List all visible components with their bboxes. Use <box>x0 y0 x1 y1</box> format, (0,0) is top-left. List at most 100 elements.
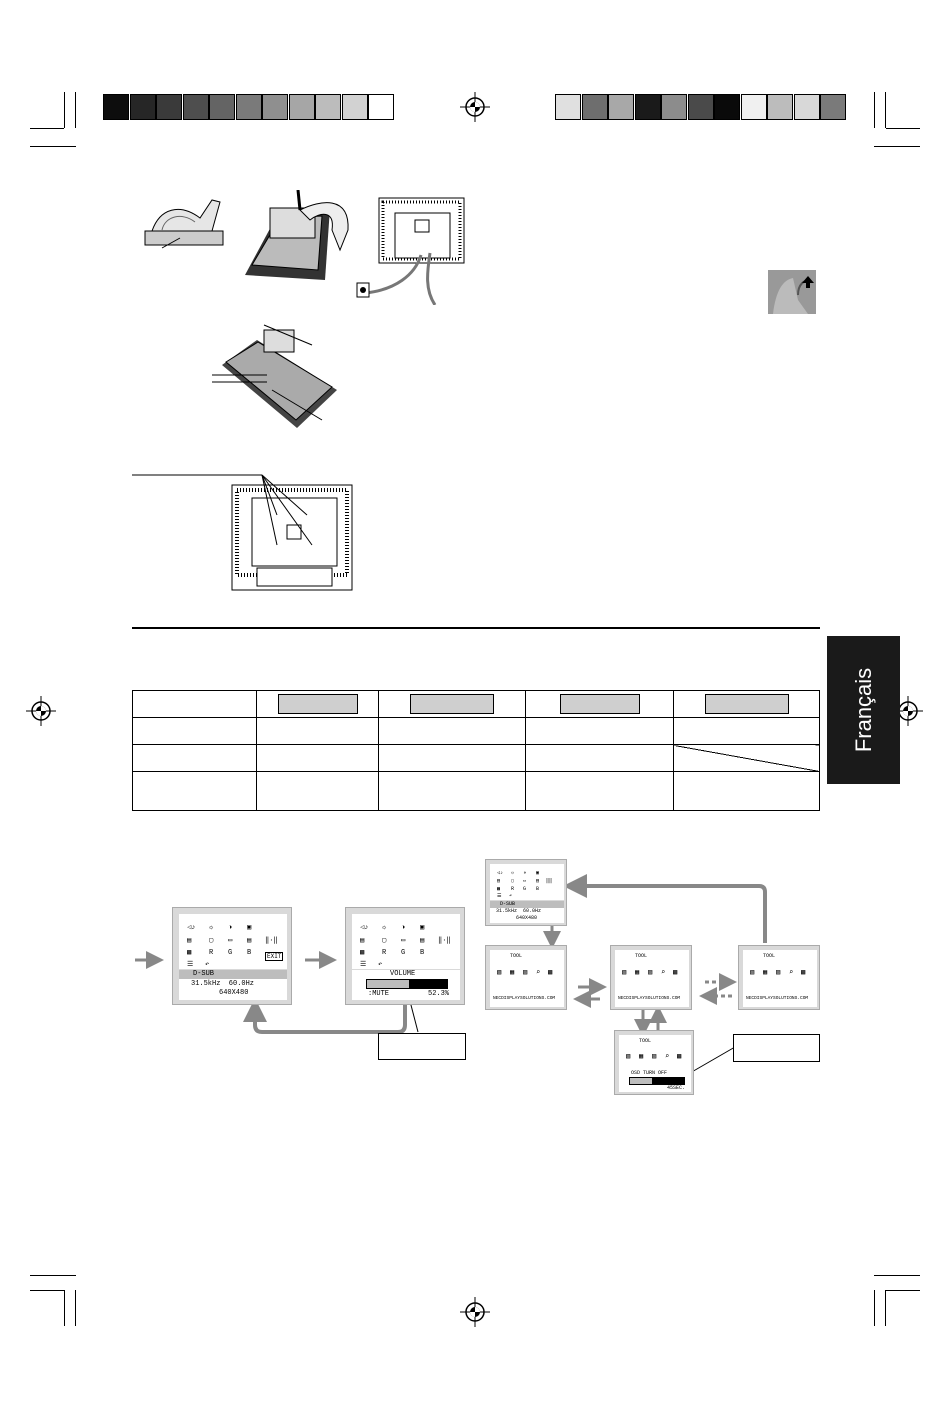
table-cell <box>132 744 257 772</box>
color-swatch <box>793 94 820 120</box>
svg-text:☼: ☼ <box>209 924 214 932</box>
svg-text:B: B <box>536 886 539 892</box>
svg-text:☰: ☰ <box>497 893 502 898</box>
svg-text:▣: ▣ <box>536 870 539 876</box>
svg-text:B: B <box>420 949 424 957</box>
color-swatch <box>581 94 608 120</box>
table-cell <box>256 771 379 811</box>
osd-resolution: 640X480 <box>516 915 538 921</box>
svg-text:▣: ▣ <box>247 924 251 932</box>
svg-text:▤: ▤ <box>497 878 500 884</box>
color-swatch <box>156 94 182 120</box>
svg-text:G: G <box>401 949 405 957</box>
svg-text:▣: ▣ <box>420 924 424 932</box>
osd-tool-icons: ▧▦▨⌕▩ <box>750 969 805 977</box>
crop-mark <box>885 1290 886 1326</box>
osd-url: NECDISPLAYSOLUTIONS.COM <box>493 996 556 1001</box>
osd-tool-title: TOOL <box>763 953 776 959</box>
svg-text:▦: ▦ <box>639 1053 644 1061</box>
vesa-mount-illustration <box>132 474 353 591</box>
svg-text:▩: ▩ <box>801 969 805 977</box>
osd-info-panel: D-SUB 31.5kHz 60.0Hz 640X480 <box>490 901 564 923</box>
color-swatch <box>634 94 661 120</box>
svg-text:‖‖: ‖‖ <box>546 878 552 884</box>
osd-tool-icons: ▧▦▨⌕▩ <box>497 969 552 977</box>
color-swatch <box>368 94 394 120</box>
table-cell <box>132 717 257 745</box>
osd-signal-row: D-SUB <box>179 970 287 979</box>
color-swatch <box>129 94 156 120</box>
table-row <box>132 690 820 718</box>
stand-removal-illustration <box>245 190 349 280</box>
table-row <box>132 717 820 745</box>
osd-volume-value: 52.3% <box>428 990 450 998</box>
callout-box <box>733 1034 820 1062</box>
color-calibration-bar-right <box>555 94 847 120</box>
svg-text:◁♪: ◁♪ <box>497 870 503 876</box>
column-header-box <box>559 694 640 714</box>
osd-mute-label: :MUTE <box>368 990 390 998</box>
table-row <box>132 744 820 772</box>
monitor-rear-cables-illustration <box>356 197 465 305</box>
osd-turn-off-menu: TOOL ▧▦▨⌕▩ OSD TURN OFF 45SEC. <box>614 1030 694 1095</box>
table-cell <box>256 690 379 718</box>
column-header-box <box>277 694 358 714</box>
svg-text:⌕: ⌕ <box>789 969 793 977</box>
crop-mark <box>30 1290 64 1291</box>
osd-signal-row: D-SUB <box>490 901 564 908</box>
crop-mark <box>30 128 64 129</box>
svg-text:▦: ▦ <box>635 969 640 977</box>
table-row <box>132 771 820 811</box>
svg-text:▨: ▨ <box>523 969 527 977</box>
table-cell <box>132 771 257 811</box>
svg-text:▢: ▢ <box>209 937 213 945</box>
table-cell <box>132 690 257 718</box>
column-header-box <box>410 694 494 714</box>
color-swatch <box>182 94 209 120</box>
color-swatch <box>315 94 341 120</box>
crop-mark <box>64 1290 65 1326</box>
svg-text:▩: ▩ <box>360 949 364 957</box>
table-cell <box>256 717 379 745</box>
svg-text:◑: ◑ <box>523 870 526 876</box>
svg-text:▭: ▭ <box>401 937 405 945</box>
table-cell <box>673 771 820 811</box>
svg-text:◁♪: ◁♪ <box>359 924 368 932</box>
svg-text:⌕: ⌕ <box>536 969 540 977</box>
color-swatch <box>209 94 235 120</box>
svg-text:‖·‖: ‖·‖ <box>265 937 278 945</box>
osd-tool-title: TOOL <box>639 1038 652 1044</box>
color-swatch <box>235 94 262 120</box>
osd-tool-menu: TOOL ▧▦▨⌕▩ NECDISPLAYSOLUTIONS.COM <box>485 945 567 1010</box>
svg-text:G: G <box>228 949 232 957</box>
svg-text:R: R <box>511 886 514 892</box>
svg-text:☰: ☰ <box>360 961 366 968</box>
svg-text:▤: ▤ <box>187 937 191 945</box>
table-cell <box>378 690 526 718</box>
table-cell <box>378 744 526 772</box>
svg-text:☼: ☼ <box>382 924 387 932</box>
svg-text:▢: ▢ <box>382 937 386 945</box>
svg-text:▨: ▨ <box>776 969 780 977</box>
color-calibration-bar-left <box>103 94 395 120</box>
osd-turn-off-value: 45SEC. <box>667 1085 686 1091</box>
color-swatch <box>288 94 315 120</box>
osd-tool-title: TOOL <box>635 953 648 959</box>
osd-volume-title: VOLUME <box>390 970 416 978</box>
svg-text:▧: ▧ <box>622 969 626 977</box>
color-swatch <box>820 94 846 120</box>
svg-text:▨: ▨ <box>652 1053 656 1061</box>
crop-mark <box>75 92 76 128</box>
crop-mark <box>886 128 920 129</box>
svg-text:▨: ▨ <box>648 969 652 977</box>
svg-text:☰: ☰ <box>187 961 193 968</box>
osd-tool-title: TOOL <box>510 953 523 959</box>
registration-mark-icon <box>460 1297 490 1327</box>
monitor-face-down-illustration <box>144 199 224 249</box>
svg-text:☼: ☼ <box>511 870 514 876</box>
color-swatch <box>608 94 634 120</box>
color-swatch <box>661 94 687 120</box>
